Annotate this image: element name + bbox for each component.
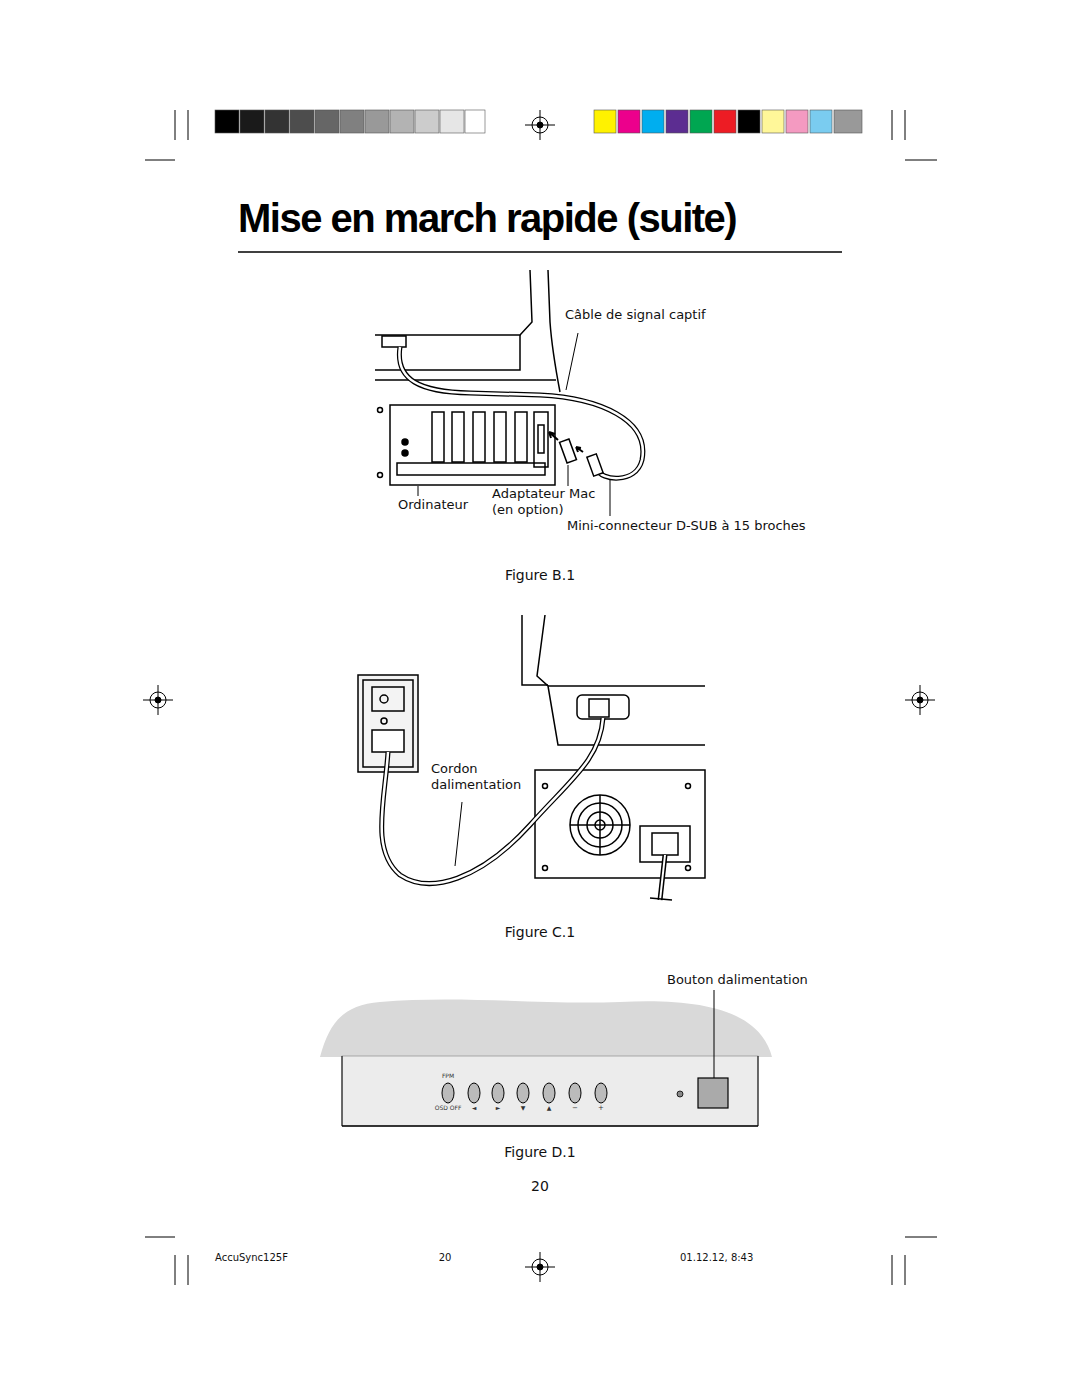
- figure-caption: Figure C.1: [505, 924, 575, 941]
- figure-d1: [320, 990, 772, 1126]
- button-label: OSD OFF: [435, 1105, 462, 1111]
- color-bar: [594, 110, 862, 133]
- figure-c1: [358, 615, 705, 900]
- figure-caption: Figure B.1: [505, 567, 575, 584]
- button-label: +: [598, 1105, 604, 1112]
- page-footer: 20: [531, 1178, 549, 1195]
- figure-caption: Figure D.1: [504, 1144, 575, 1161]
- callout-label: Bouton dalimentation: [667, 972, 808, 988]
- callout-label: Ordinateur: [398, 497, 468, 513]
- page-footer: 20: [439, 1252, 452, 1264]
- callout-label: Mini-connecteur D-SUB à 15 broches: [567, 518, 806, 534]
- page-footer: 01.12.12, 8:43: [680, 1252, 753, 1264]
- gray-bar: [215, 110, 485, 133]
- callout-label: Câble de signal captif: [565, 307, 706, 323]
- print-marks: [143, 110, 937, 1285]
- page-title: Mise en march rapide (suite): [238, 196, 736, 241]
- callout-label: Cordon dalimentation: [431, 761, 531, 792]
- figure-b1: [375, 270, 643, 516]
- button-label: ▼: [521, 1105, 526, 1111]
- button-label: ►: [496, 1105, 501, 1111]
- page-footer: AccuSync125F: [215, 1252, 288, 1264]
- title-rule: [238, 251, 842, 253]
- button-label: ◄: [472, 1105, 477, 1111]
- button-label: −: [572, 1105, 578, 1112]
- button-label: FPM: [442, 1073, 454, 1079]
- button-label: ▲: [547, 1105, 552, 1111]
- callout-label: Adaptateur Mac (en option): [492, 486, 604, 517]
